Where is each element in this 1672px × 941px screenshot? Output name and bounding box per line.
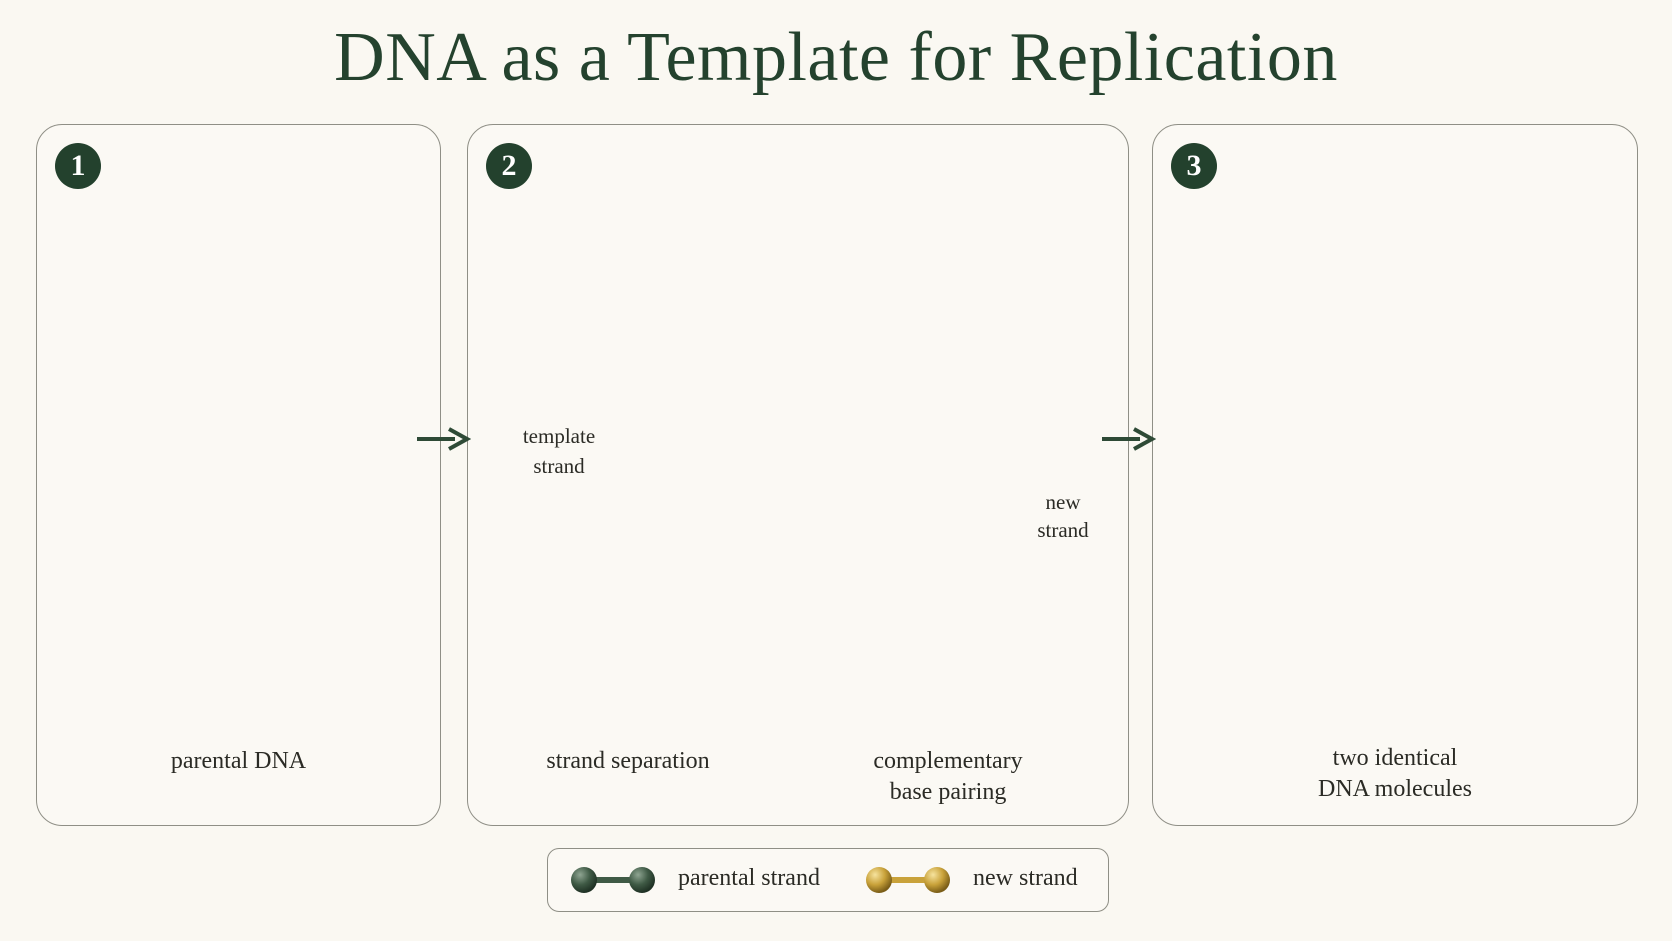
step-arrow-1: [417, 427, 471, 451]
step-badge-2: 2: [486, 143, 532, 189]
panel-parental: 1 parental DNA: [36, 124, 441, 826]
panel-separation: 2 strand separation complementary base p…: [467, 124, 1129, 826]
legend-parental-label: parental strand: [678, 865, 820, 891]
label-template-line1: template: [522, 424, 596, 448]
label-new-line2: strand: [1037, 518, 1089, 542]
label-new-line1: new: [1045, 490, 1081, 514]
page-title: DNA as a Template for Replication: [334, 19, 1338, 96]
legend-parental-swatch: [571, 867, 655, 893]
legend-new-swatch: [866, 867, 950, 893]
caption-parental-dna: parental DNA: [170, 748, 307, 774]
label-template-line2: strand: [533, 454, 585, 478]
step-arrow-2: [1102, 427, 1156, 451]
legend: parental strand new strand: [547, 848, 1109, 912]
caption-two-identical-line2: DNA molecules: [1318, 776, 1472, 802]
caption-complementary-line1: complementary: [873, 748, 1023, 774]
caption-two-identical-line1: two identical: [1332, 745, 1458, 771]
caption-complementary-line2: base pairing: [889, 779, 1007, 805]
step-badge-3: 3: [1171, 143, 1217, 189]
panel-daughters: 3 two identical DNA molecules: [1152, 124, 1638, 826]
legend-new-label: new strand: [973, 865, 1078, 891]
step-badge-1: 1: [55, 143, 101, 189]
caption-strand-separation: strand separation: [546, 748, 710, 774]
